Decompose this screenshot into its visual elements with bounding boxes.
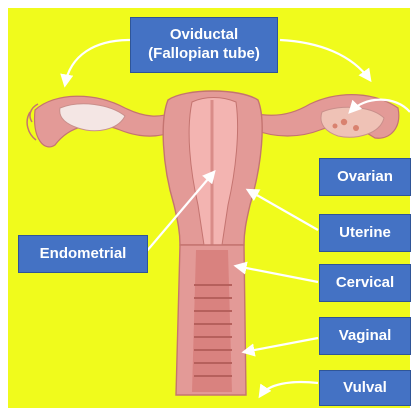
vaginal-lumen bbox=[192, 250, 232, 392]
oviductal-label: Oviductal (Fallopian tube) bbox=[130, 17, 278, 73]
vaginal-label: Vaginal bbox=[319, 317, 411, 355]
vulval-label: Vulval bbox=[319, 370, 411, 406]
arrow-uterine bbox=[248, 190, 318, 230]
arrow-vulval bbox=[260, 382, 318, 396]
oviductal-label-line2: (Fallopian tube) bbox=[148, 45, 260, 64]
endometrial-label: Endometrial bbox=[18, 235, 148, 273]
arrow-cervical bbox=[236, 266, 318, 282]
cervical-label: Cervical bbox=[319, 264, 411, 302]
oviductal-label-line1: Oviductal bbox=[170, 26, 238, 45]
arrow-oviductal-left bbox=[65, 40, 130, 85]
ovarian-label: Ovarian bbox=[319, 158, 411, 196]
arrow-vaginal bbox=[244, 338, 318, 352]
arrow-oviductal-right bbox=[280, 40, 370, 80]
uterine-label: Uterine bbox=[319, 214, 411, 252]
